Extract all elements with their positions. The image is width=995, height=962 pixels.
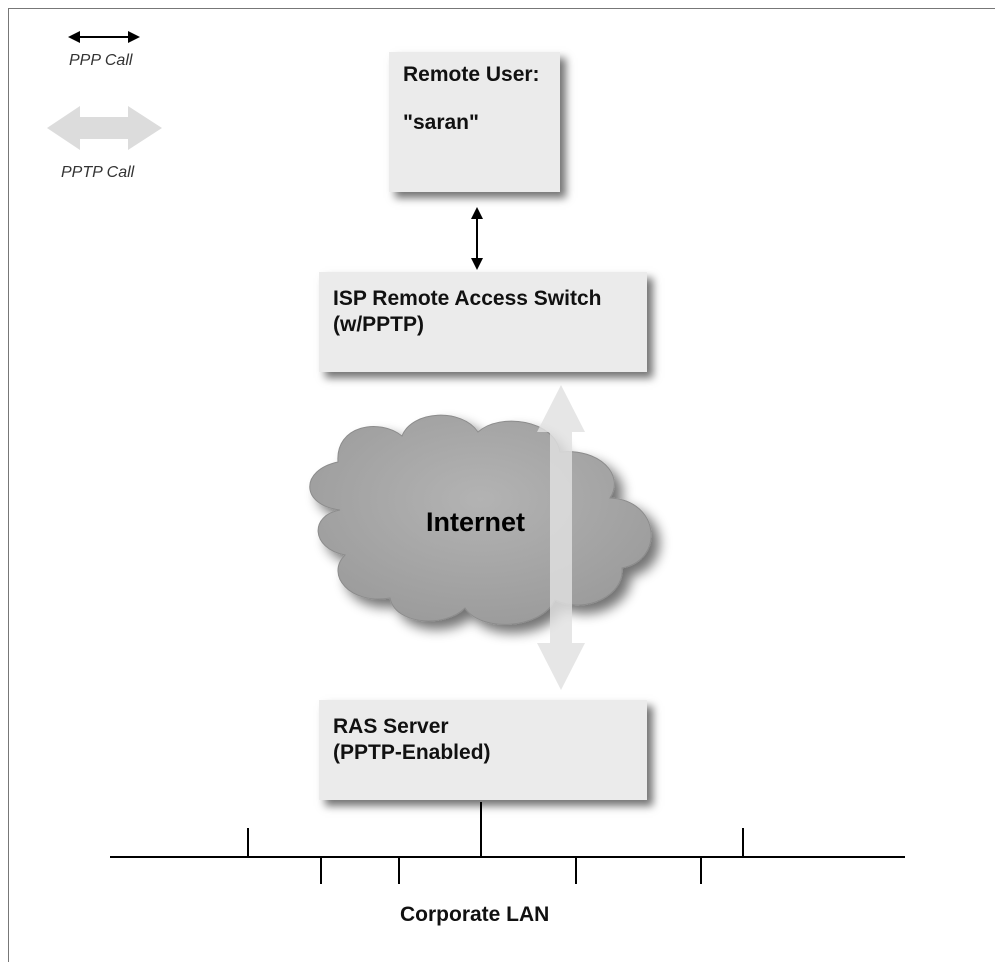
pptp-call-legend-label: PPTP Call bbox=[61, 164, 135, 181]
ras-server-node: RAS Server (PPTP-Enabled) bbox=[319, 700, 647, 800]
diagram-frame bbox=[8, 8, 995, 962]
pptp-call-arrow-icon bbox=[537, 385, 585, 690]
ras-server-title: RAS Server bbox=[333, 715, 449, 738]
corporate-lan-label: Corporate LAN bbox=[400, 903, 550, 926]
ppp-legend-arrow-icon bbox=[68, 31, 140, 43]
ppp-call-legend-label: PPP Call bbox=[69, 52, 133, 69]
internet-label: Internet bbox=[426, 507, 526, 537]
isp-switch-subtitle: (w/PPTP) bbox=[333, 313, 425, 337]
pptp-legend-arrow-icon bbox=[47, 106, 162, 150]
ras-server-subtitle: (PPTP-Enabled) bbox=[333, 741, 491, 765]
remote-user-title: Remote User: bbox=[403, 63, 540, 86]
remote-user-name: "saran" bbox=[403, 111, 479, 135]
corporate-lan-bus bbox=[110, 802, 905, 884]
isp-remote-access-switch-node: ISP Remote Access Switch (w/PPTP) bbox=[319, 272, 647, 372]
ppp-call-arrow-icon bbox=[471, 207, 483, 270]
remote-user-node: Remote User: "saran" bbox=[389, 52, 560, 192]
isp-switch-title: ISP Remote Access Switch bbox=[333, 287, 602, 310]
